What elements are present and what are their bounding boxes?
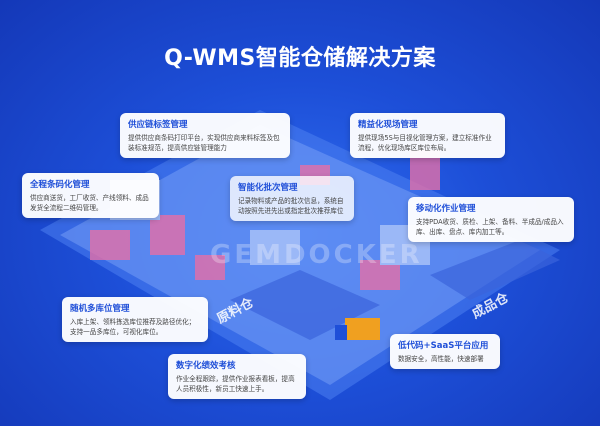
page-title: Q-WMS智能仓储解决方案 bbox=[164, 46, 436, 71]
card-barcode: 全程条码化管理供应商送货，工厂收货、产线领料、成品发货全流程二维码管理。 bbox=[22, 173, 159, 218]
card-desc: 提供现场5S与目视化管理方案，建立标准作业流程，优化现场库区库位布局。 bbox=[358, 134, 492, 152]
card-performance: 数字化绩效考核作业全程跟踪，提供作业报表看板，提高人员积极性，新员工快速上手。 bbox=[168, 354, 306, 399]
card-desc: 支持PDA收货、质检、上架、备料、半成品/成品入库、出库、盘点、库内加工等。 bbox=[416, 218, 564, 236]
card-title: 供应链标签管理 bbox=[128, 120, 188, 130]
card-saas: 低代码+SaaS平台应用数据安全，高性能，快速部署 bbox=[390, 334, 500, 369]
card-desc: 作业全程跟踪，提供作业报表看板，提高人员积极性，新员工快速上手。 bbox=[176, 375, 295, 393]
card-multi-location: 随机多库位管理入库上架、领料拣选库位推荐及路径优化；支持一品多库位，可视化库位。 bbox=[62, 297, 208, 342]
card-lean-site: 精益化现场管理提供现场5S与目视化管理方案，建立标准作业流程，优化现场库区库位布… bbox=[350, 113, 505, 158]
card-desc: 提供供应商条码打印平台，实现供应商来料标签及包装标准规范，提高供应链管理能力 bbox=[128, 134, 280, 152]
card-title: 移动化作业管理 bbox=[416, 204, 476, 214]
card-desc: 记录物料或产品的批次信息，系统自动按照先进先出或指定批次推荐库位 bbox=[238, 197, 344, 215]
card-desc: 供应商送货，工厂收货、产线领料、成品发货全流程二维码管理。 bbox=[30, 194, 149, 212]
card-title: 随机多库位管理 bbox=[70, 304, 130, 314]
card-batch: 智能化批次管理记录物料或产品的批次信息，系统自动按照先进先出或指定批次推荐库位 bbox=[230, 176, 354, 221]
card-desc: 入库上架、领料拣选库位推荐及路径优化；支持一品多库位，可视化库位。 bbox=[70, 318, 196, 336]
card-title: 数字化绩效考核 bbox=[176, 361, 236, 371]
card-mobile: 移动化作业管理支持PDA收货、质检、上架、备料、半成品/成品入库、出库、盘点、库… bbox=[408, 197, 574, 242]
card-supply-chain-label: 供应链标签管理提供供应商条码打印平台，实现供应商来料标签及包装标准规范，提高供应… bbox=[120, 113, 290, 158]
card-title: 低代码+SaaS平台应用 bbox=[398, 341, 489, 351]
card-title: 精益化现场管理 bbox=[358, 120, 418, 130]
card-title: 全程条码化管理 bbox=[30, 180, 90, 190]
card-desc: 数据安全，高性能，快速部署 bbox=[398, 355, 484, 363]
card-title: 智能化批次管理 bbox=[238, 183, 298, 193]
watermark: GEMDOCKER bbox=[210, 240, 423, 270]
